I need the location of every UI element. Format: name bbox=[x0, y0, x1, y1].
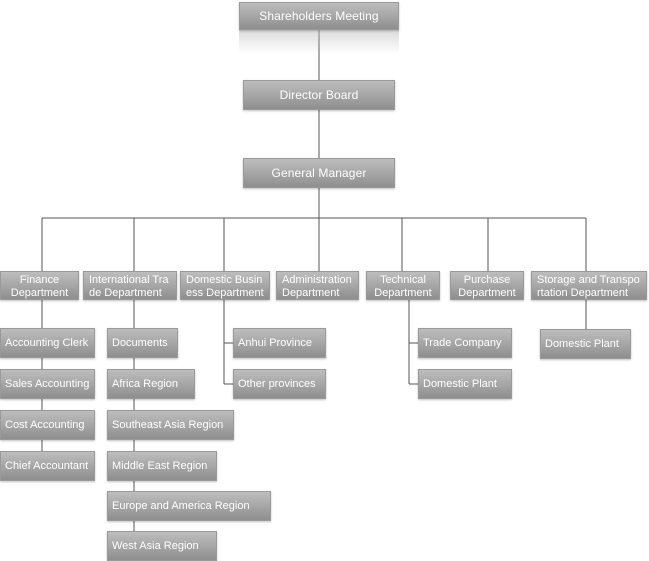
finance-unit-label: Cost Accounting bbox=[5, 418, 85, 431]
finance-department-label: Finance Department bbox=[10, 274, 69, 299]
domestic-unit-box: Other provinces bbox=[233, 369, 326, 399]
international-unit-box: West Asia Region bbox=[107, 531, 217, 561]
purchase-department-box: Purchase Department bbox=[450, 271, 524, 300]
international-unit-label: Southeast Asia Region bbox=[112, 418, 224, 431]
domestic-unit-box: Anhui Province bbox=[233, 328, 326, 358]
international-unit-label: Middle East Region bbox=[112, 459, 208, 472]
international-unit-box: Africa Region bbox=[107, 369, 195, 399]
general-manager-label: General Manager bbox=[271, 165, 367, 180]
finance-unit-box: Cost Accounting bbox=[0, 410, 95, 440]
international-unit-label: West Asia Region bbox=[112, 539, 199, 552]
director-board-box: Director Board bbox=[243, 80, 395, 110]
finance-unit-label: Accounting Clerk bbox=[5, 336, 89, 349]
technical-unit-box: Domestic Plant bbox=[418, 369, 512, 399]
storage-unit-label: Domestic Plant bbox=[545, 337, 619, 350]
purchase-department-label: Purchase Department bbox=[458, 274, 516, 299]
domestic-business-department-box: Domestic Busin ess Department bbox=[180, 271, 270, 300]
domestic-business-department-label: Domestic Busin ess Department bbox=[186, 274, 264, 299]
shareholders-meeting-box: Shareholders Meeting bbox=[239, 2, 399, 30]
technical-unit-label: Domestic Plant bbox=[423, 377, 497, 390]
technical-unit-label: Trade Company bbox=[423, 336, 502, 349]
finance-department-box: Finance Department bbox=[0, 271, 79, 300]
storage-unit-box: Domestic Plant bbox=[540, 329, 631, 359]
finance-unit-box: Accounting Clerk bbox=[0, 328, 95, 358]
finance-unit-label: Chief Accountant bbox=[5, 459, 89, 472]
international-trade-department-box: International Tra de Department bbox=[83, 271, 177, 300]
general-manager-box: General Manager bbox=[243, 158, 395, 188]
technical-department-label: Technical Department bbox=[374, 274, 432, 299]
finance-unit-box: Chief Accountant bbox=[0, 451, 95, 481]
international-unit-label: Documents bbox=[112, 336, 168, 349]
technical-unit-box: Trade Company bbox=[418, 328, 512, 358]
finance-unit-label: Sales Accounting bbox=[5, 377, 90, 390]
international-unit-label: Africa Region bbox=[112, 377, 179, 390]
top-box-reflection bbox=[239, 30, 399, 54]
international-unit-box: Southeast Asia Region bbox=[107, 410, 234, 440]
shareholders-meeting-label: Shareholders Meeting bbox=[259, 8, 379, 23]
storage-transportation-department-box: Storage and Transpo rtation Department bbox=[531, 271, 647, 300]
finance-unit-box: Sales Accounting bbox=[0, 369, 95, 399]
international-unit-box: Europe and America Region bbox=[107, 491, 271, 521]
domestic-unit-label: Anhui Province bbox=[238, 336, 312, 349]
international-unit-box: Middle East Region bbox=[107, 451, 217, 481]
international-unit-label: Europe and America Region bbox=[112, 499, 250, 512]
international-trade-department-label: International Tra de Department bbox=[89, 274, 169, 299]
director-board-label: Director Board bbox=[279, 87, 359, 102]
international-unit-box: Documents bbox=[107, 328, 178, 358]
technical-department-box: Technical Department bbox=[366, 271, 440, 300]
administration-department-label: Administration Department bbox=[282, 274, 352, 299]
storage-transportation-department-label: Storage and Transpo rtation Department bbox=[537, 274, 640, 299]
administration-department-box: Administration Department bbox=[276, 271, 359, 300]
domestic-unit-label: Other provinces bbox=[238, 377, 316, 390]
